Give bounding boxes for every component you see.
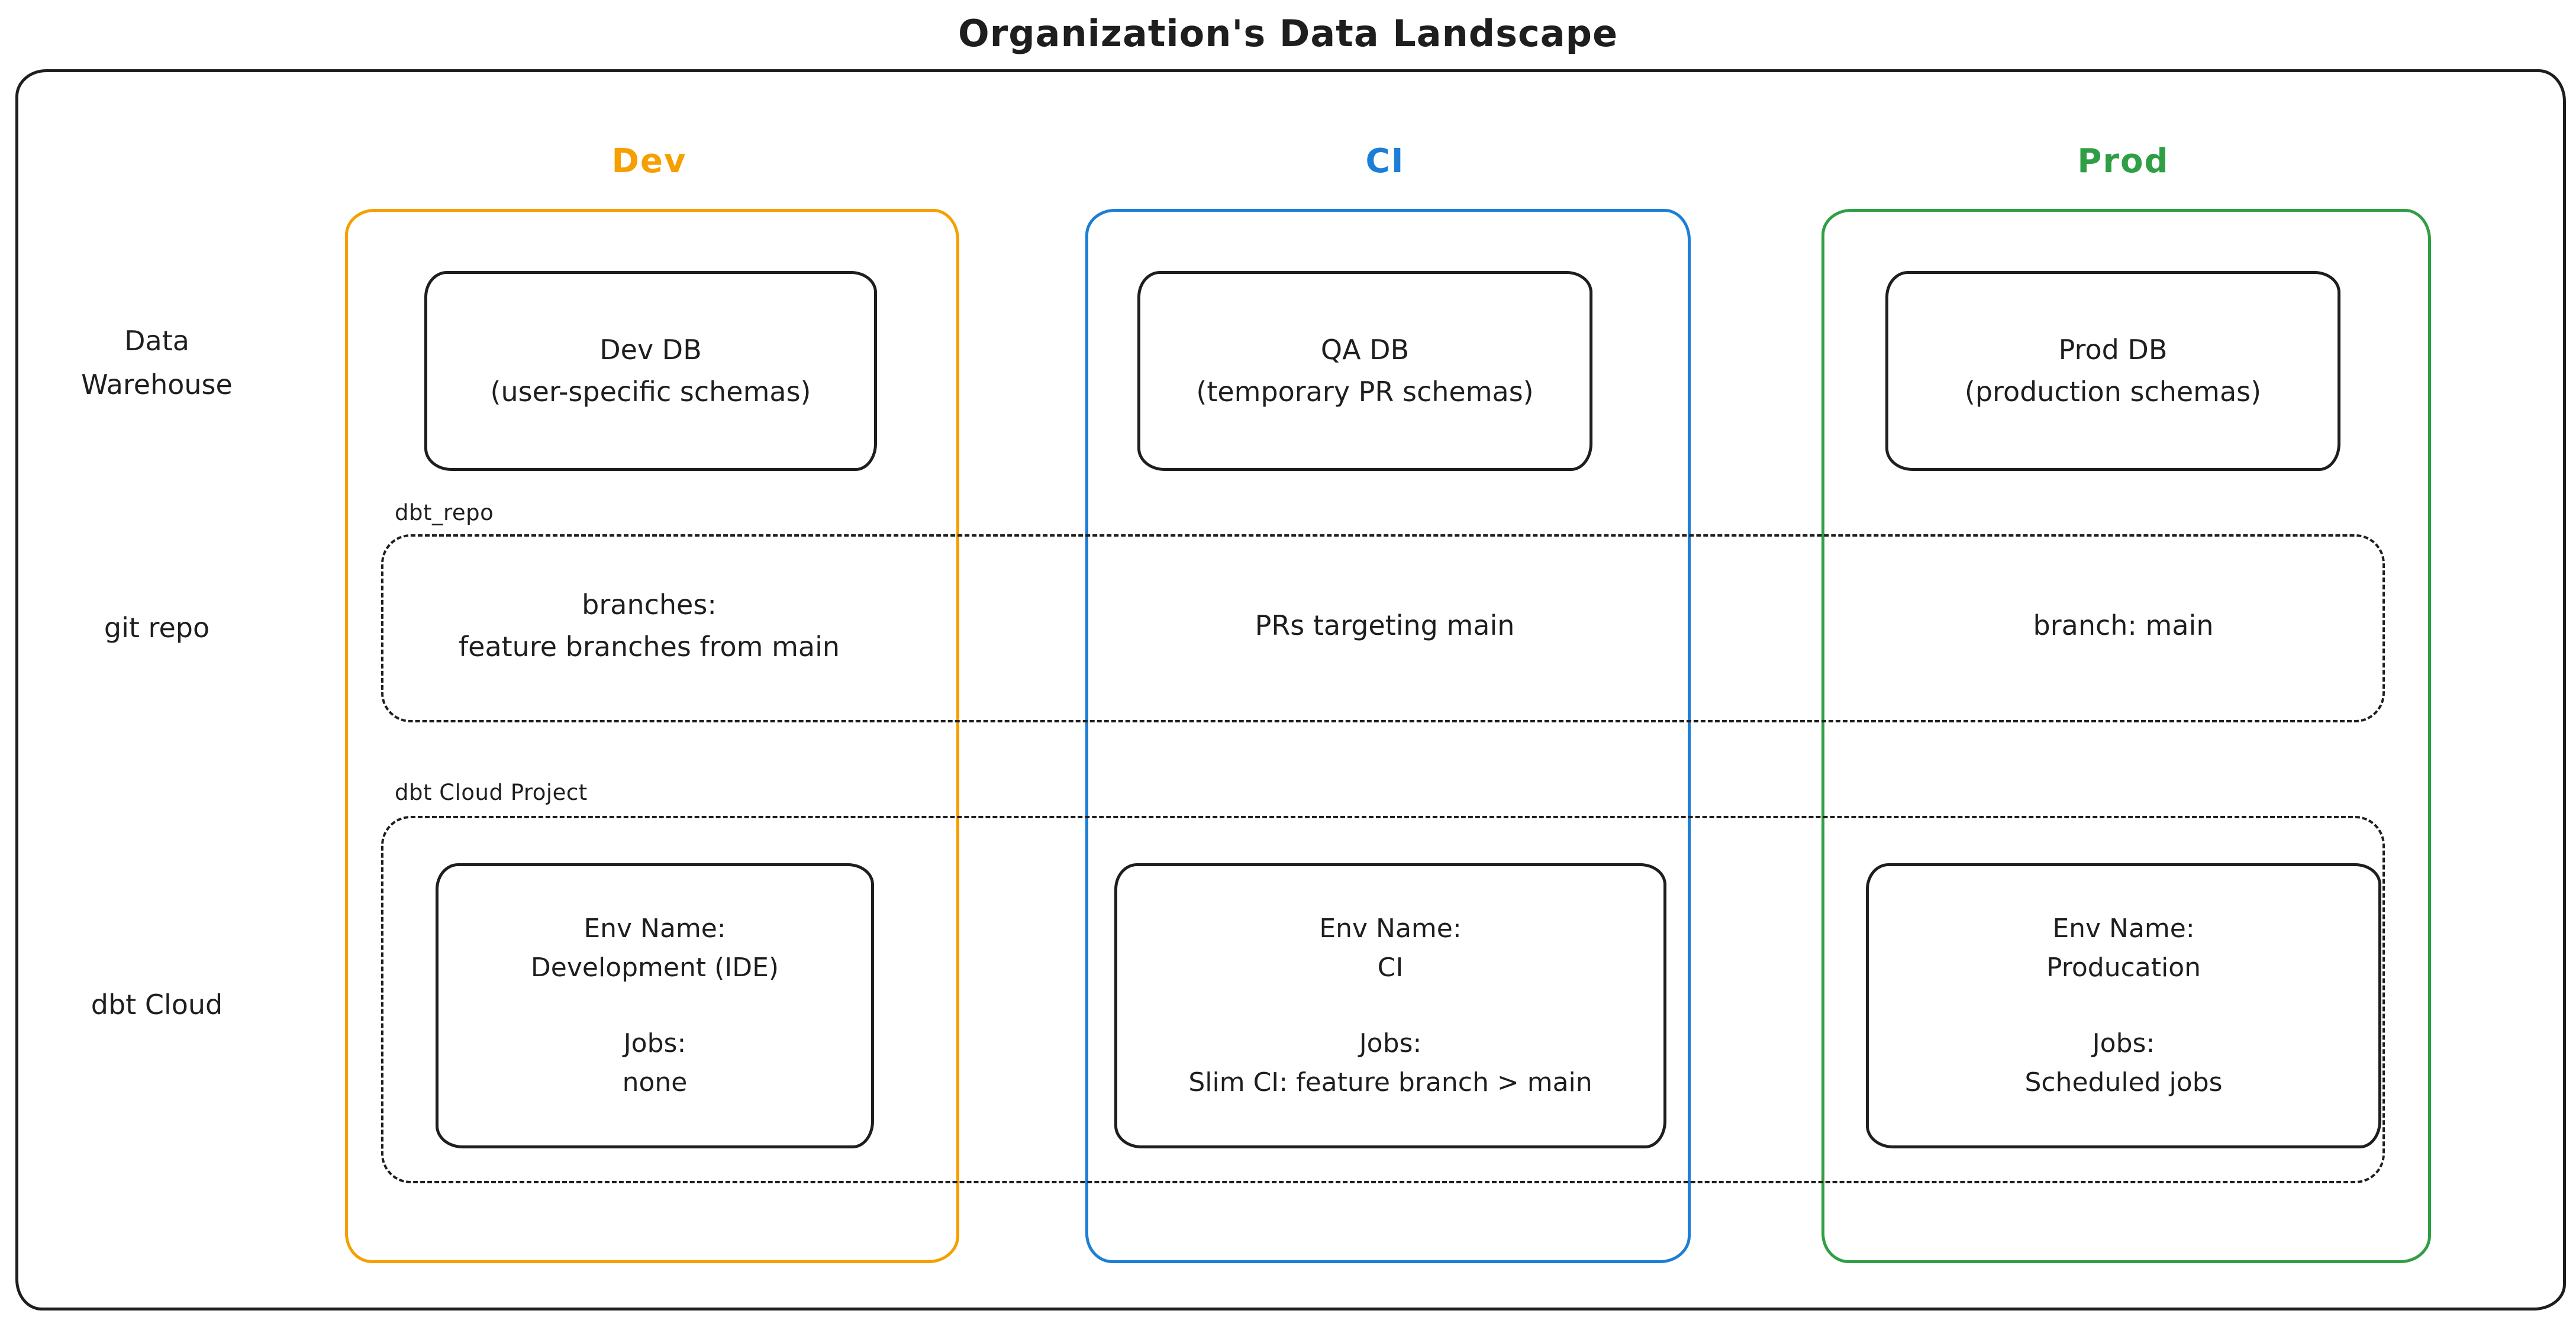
env-box-ci-jobs-value: Slim CI: feature branch > main <box>1188 1067 1592 1098</box>
db-box-prod-title: Prod DB <box>2058 333 2168 366</box>
row-label-data-warehouse-line1: Data <box>124 325 189 357</box>
git-cell-prod: branch: main <box>1839 534 2407 718</box>
env-box-ci-name-stanza: Env Name: CI <box>1319 909 1461 987</box>
env-box-dev: Env Name: Development (IDE) Jobs: none <box>436 863 874 1148</box>
env-box-prod-name-stanza: Env Name: Producation <box>2046 909 2201 987</box>
git-cell-prod-line1: branch: main <box>2033 609 2214 642</box>
git-cell-dev-line1: branches: <box>582 588 717 621</box>
env-box-dev-jobs-label: Jobs: <box>623 1028 686 1058</box>
git-cell-ci: PRs targeting main <box>1101 534 1669 718</box>
column-header-prod: Prod <box>2077 142 2169 180</box>
env-box-prod-jobs-stanza: Jobs: Scheduled jobs <box>2024 1024 2222 1102</box>
column-header-ci: CI <box>1365 142 1405 180</box>
env-box-prod: Env Name: Producation Jobs: Scheduled jo… <box>1866 863 2381 1148</box>
env-box-prod-jobs-value: Scheduled jobs <box>2024 1067 2223 1098</box>
db-box-qa-title: QA DB <box>1320 333 1410 366</box>
row-label-dbt-cloud: dbt Cloud <box>91 989 223 1021</box>
git-cell-dev: branches: feature branches from main <box>365 534 933 718</box>
env-box-dev-name-value: Development (IDE) <box>530 953 779 983</box>
db-box-qa-subtitle: (temporary PR schemas) <box>1196 376 1534 408</box>
env-box-ci-name-label: Env Name: <box>1319 913 1462 944</box>
dbt-cloud-project-band <box>381 816 2385 1183</box>
env-box-prod-name-label: Env Name: <box>2052 913 2195 944</box>
row-label-data-warehouse-line2: Warehouse <box>81 368 233 401</box>
column-box-prod <box>1821 209 2431 1263</box>
db-box-prod-subtitle: (production schemas) <box>1964 376 2262 408</box>
env-box-ci-name-value: CI <box>1377 953 1404 983</box>
env-box-dev-jobs-value: none <box>622 1067 688 1098</box>
db-box-dev-subtitle: (user-specific schemas) <box>490 376 811 408</box>
row-label-data-warehouse: Data Warehouse <box>24 319 290 406</box>
db-box-dev: Dev DB (user-specific schemas) <box>424 271 877 471</box>
column-box-dev <box>345 209 959 1263</box>
env-box-dev-name-stanza: Env Name: Development (IDE) <box>531 909 779 987</box>
column-header-dev: Dev <box>611 142 687 180</box>
env-box-prod-jobs-label: Jobs: <box>2092 1028 2155 1058</box>
env-box-dev-jobs-stanza: Jobs: none <box>623 1024 688 1102</box>
landscape-outer-frame <box>15 69 2566 1310</box>
git-cell-dev-line2: feature branches from main <box>458 631 840 663</box>
env-box-ci-jobs-stanza: Jobs: Slim CI: feature branch > main <box>1188 1024 1592 1102</box>
dbt-repo-band <box>381 534 2385 722</box>
db-box-dev-title: Dev DB <box>599 333 702 366</box>
env-box-ci: Env Name: CI Jobs: Slim CI: feature bran… <box>1114 863 1666 1148</box>
page-title: Organization's Data Landscape <box>957 12 1619 55</box>
db-box-qa: QA DB (temporary PR schemas) <box>1137 271 1592 471</box>
column-box-ci <box>1085 209 1691 1263</box>
git-cell-ci-line1: PRs targeting main <box>1255 609 1515 642</box>
env-box-ci-jobs-label: Jobs: <box>1359 1028 1422 1058</box>
env-box-dev-name-label: Env Name: <box>583 913 726 944</box>
db-box-prod: Prod DB (production schemas) <box>1885 271 2340 471</box>
dbt-repo-band-label: dbt_repo <box>395 500 494 525</box>
dbt-cloud-project-band-label: dbt Cloud Project <box>395 780 588 805</box>
row-label-git-repo: git repo <box>104 612 210 644</box>
env-box-prod-name-value: Producation <box>2046 953 2201 983</box>
